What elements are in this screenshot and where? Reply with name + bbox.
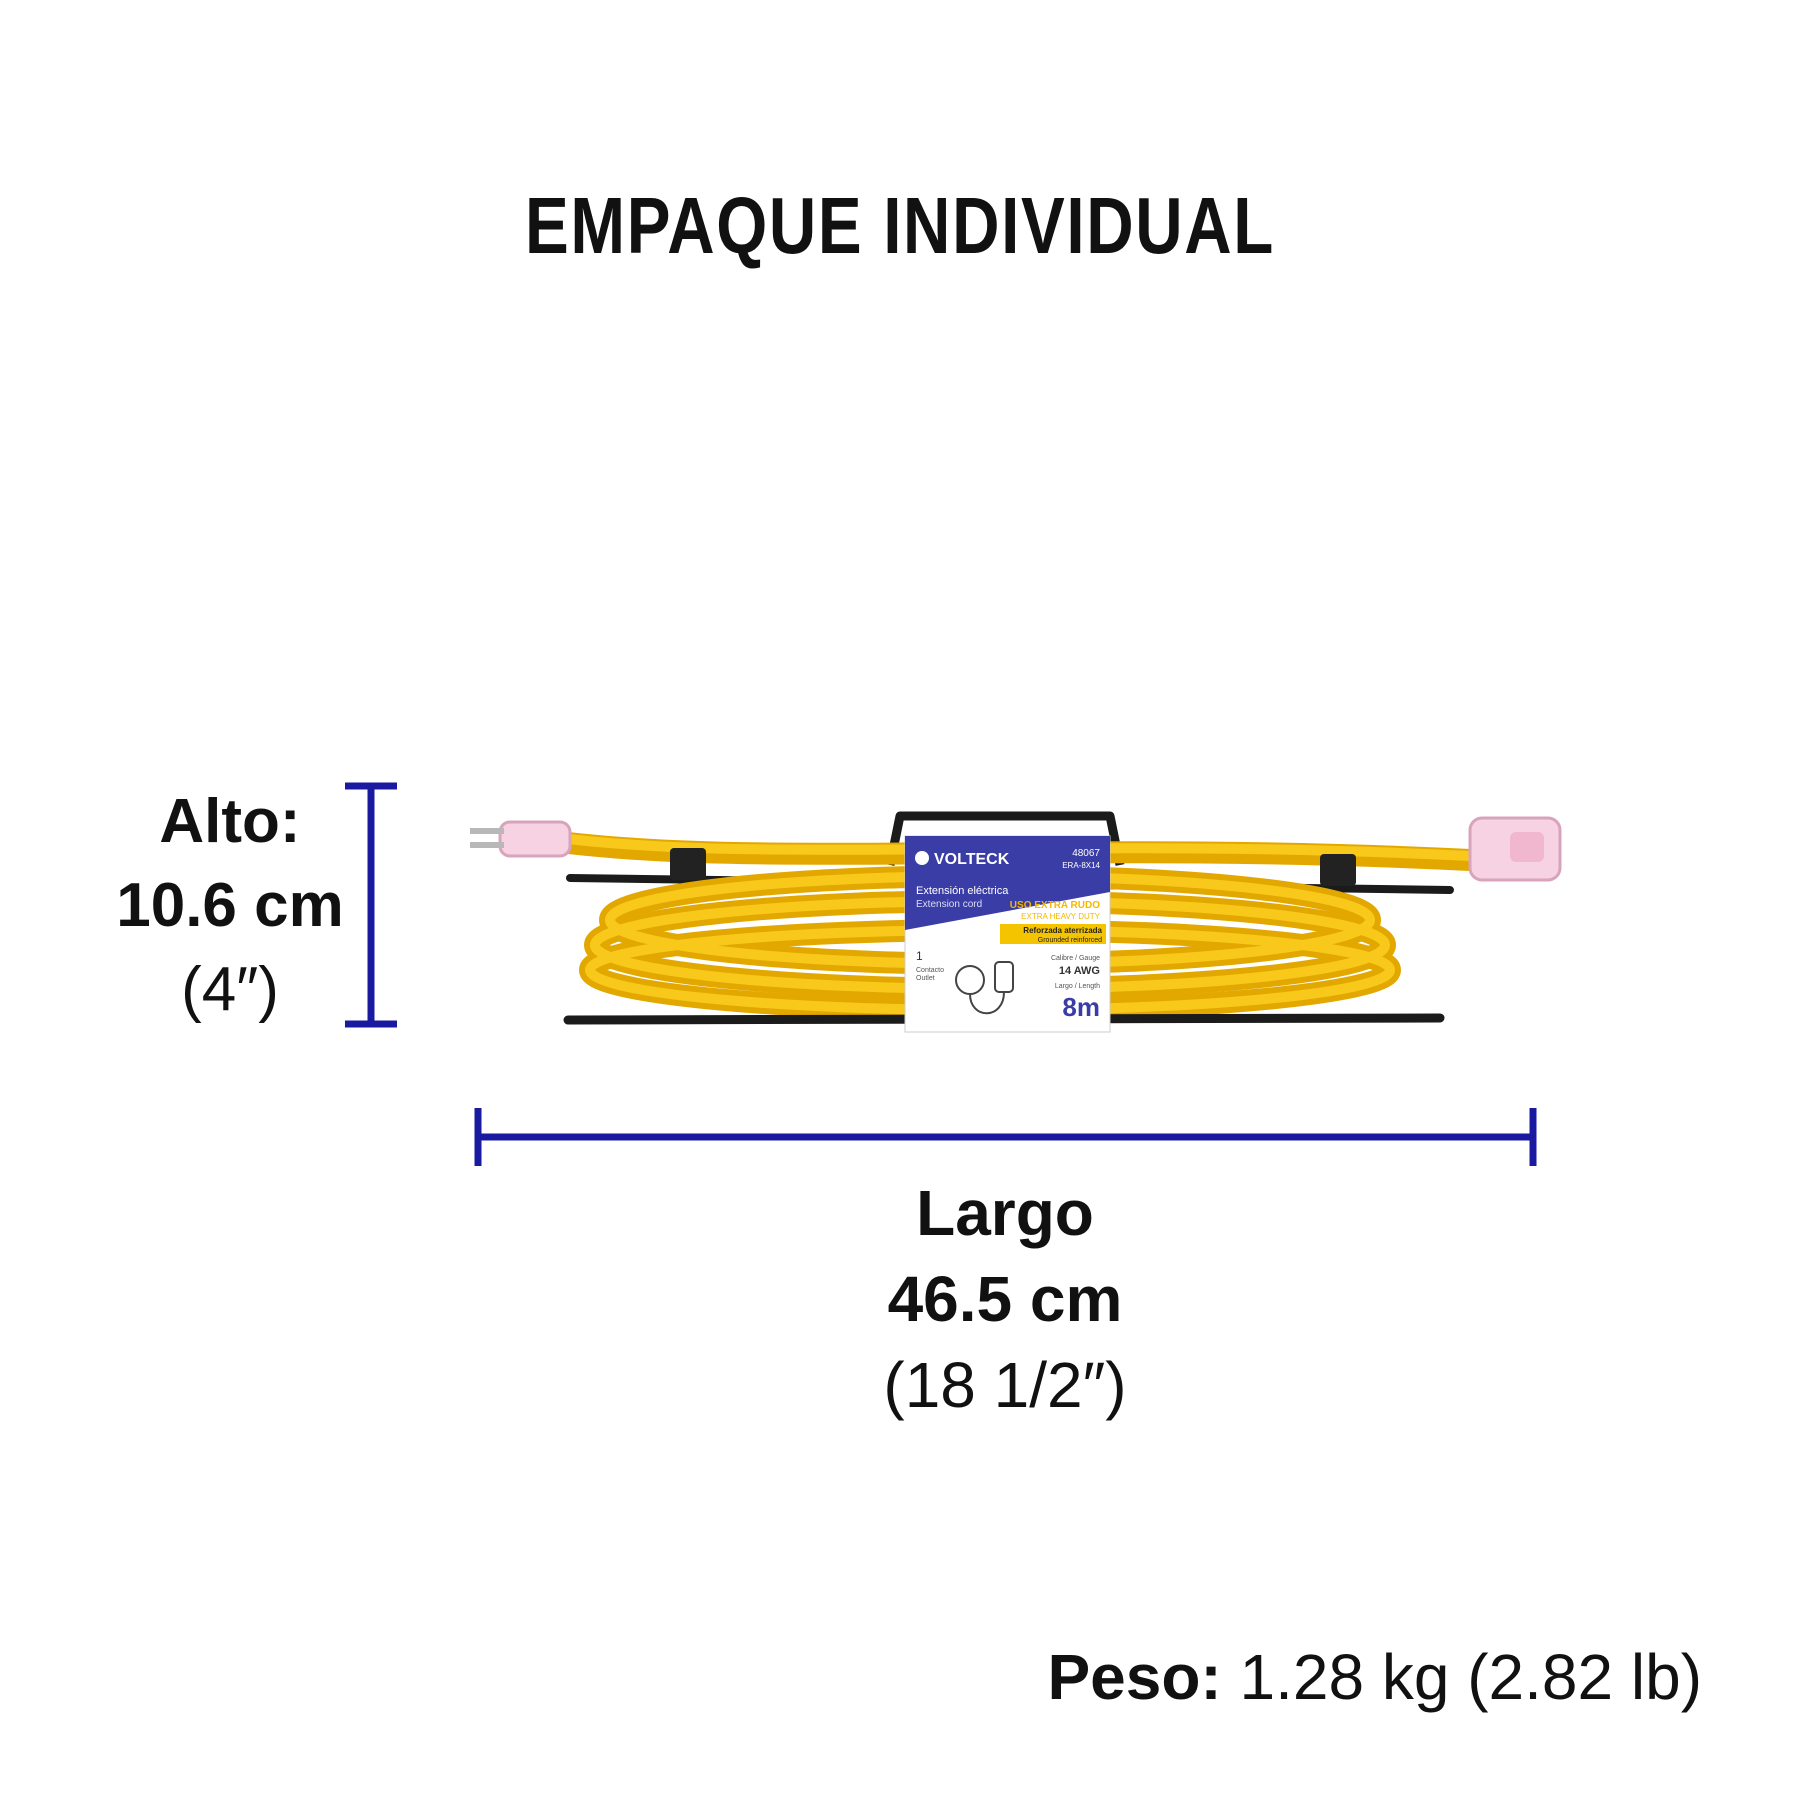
outlet-count: 1 bbox=[916, 949, 923, 963]
length-spec-label: Largo / Length bbox=[1055, 983, 1100, 990]
height-metric: 10.6 cm bbox=[116, 871, 344, 940]
reinforced-en: Grounded reinforced bbox=[1038, 937, 1102, 944]
length-imperial: (18 1/2″) bbox=[883, 1349, 1127, 1421]
height-label: Alto: 10.6 cm (4″) bbox=[110, 780, 350, 1032]
product-code: 48067 bbox=[1072, 848, 1100, 859]
duty-es: USO EXTRA RUDO bbox=[1010, 900, 1100, 911]
gauge-value: 14 AWG bbox=[1059, 965, 1100, 977]
height-imperial: (4″) bbox=[181, 955, 279, 1024]
product-name-es: Extensión eléctrica bbox=[916, 885, 1009, 897]
length-label-title: Largo bbox=[916, 1177, 1094, 1249]
product-model: ERA-8X14 bbox=[1062, 861, 1100, 870]
product-name-en: Extension cord bbox=[916, 899, 982, 910]
length-spec-value: 8m bbox=[1062, 992, 1100, 1022]
weight-line: Peso: 1.28 kg (2.82 lb) bbox=[1047, 1640, 1702, 1714]
brand-text: VOLTECK bbox=[934, 851, 1010, 868]
duty-en: EXTRA HEAVY DUTY bbox=[1021, 912, 1101, 921]
length-label: Largo 46.5 cm (18 1/2″) bbox=[760, 1170, 1250, 1428]
length-metric: 46.5 cm bbox=[887, 1263, 1123, 1335]
gauge-label: Calibre / Gauge bbox=[1051, 955, 1100, 962]
outlet-es: Contacto bbox=[916, 967, 944, 974]
reinforced-es: Reforzada aterrizada bbox=[1023, 926, 1102, 935]
page-title: EMPAQUE INDIVIDUAL bbox=[525, 181, 1275, 270]
weight-value: 1.28 kg (2.82 lb) bbox=[1239, 1641, 1703, 1713]
outlet-en: Outlet bbox=[916, 975, 935, 982]
height-label-title: Alto: bbox=[159, 787, 301, 856]
weight-label: Peso: bbox=[1047, 1641, 1222, 1713]
extension-cord-image: VOLTECK 48067 ERA-8X14 Extensión eléctri… bbox=[470, 811, 1562, 1033]
